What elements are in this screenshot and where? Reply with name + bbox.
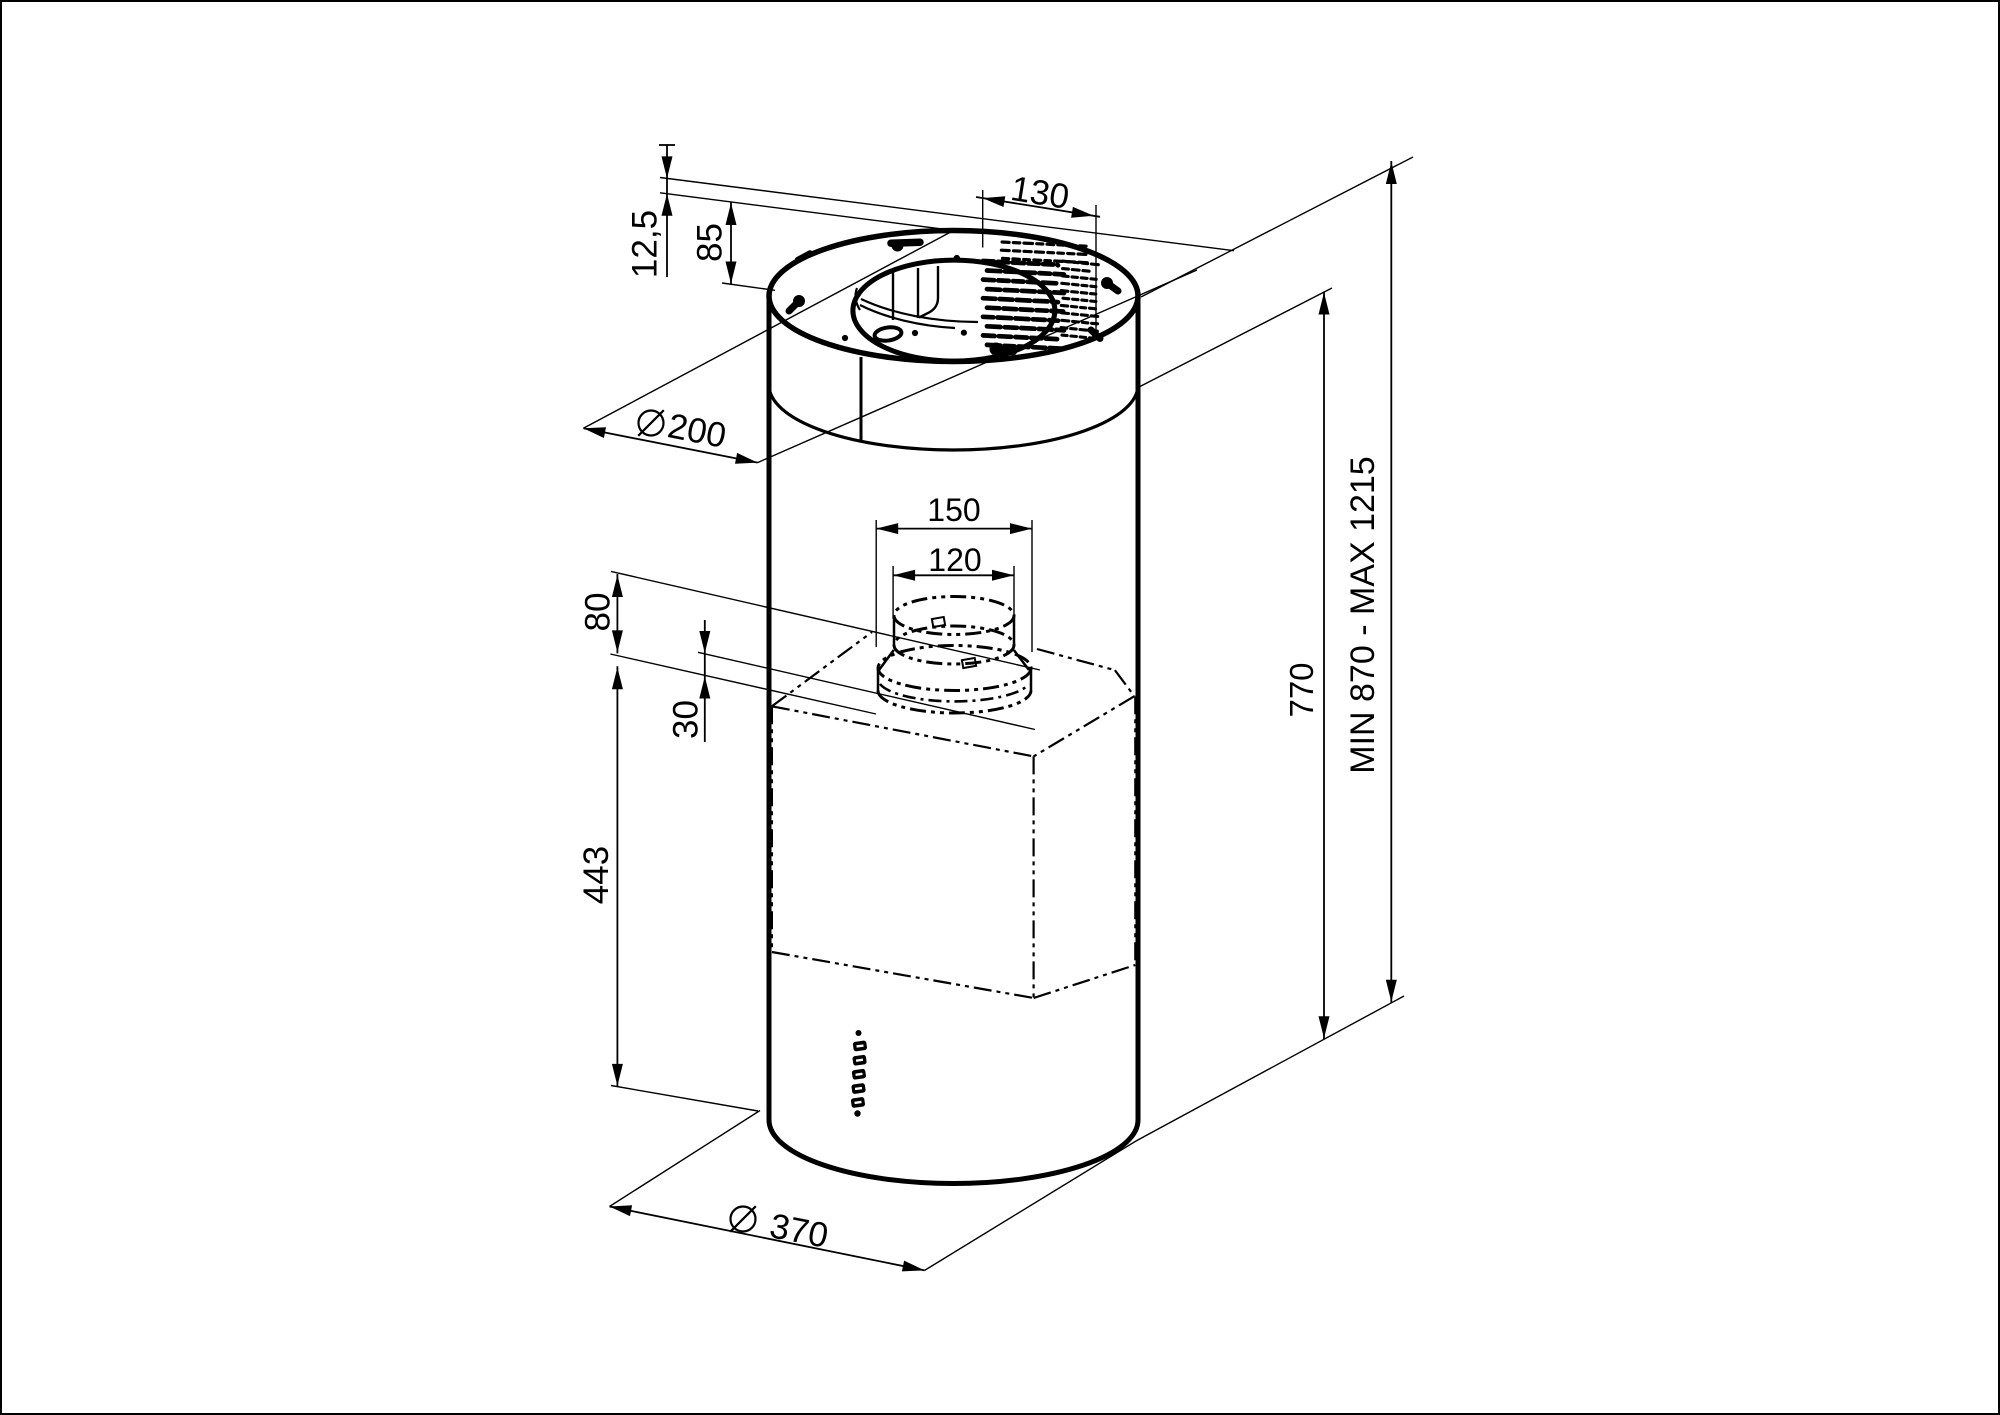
svg-text:770: 770 xyxy=(1283,662,1320,717)
svg-text:80: 80 xyxy=(579,593,618,632)
svg-text:MIN 870 - MAX 1215: MIN 870 - MAX 1215 xyxy=(1344,456,1382,773)
svg-text:120: 120 xyxy=(928,542,981,578)
svg-text:12,5: 12,5 xyxy=(626,210,665,278)
svg-text:150: 150 xyxy=(927,492,980,528)
svg-text:130: 130 xyxy=(1008,169,1072,217)
svg-text:443: 443 xyxy=(577,846,616,904)
svg-text:85: 85 xyxy=(691,223,730,262)
svg-text:30: 30 xyxy=(667,700,706,739)
